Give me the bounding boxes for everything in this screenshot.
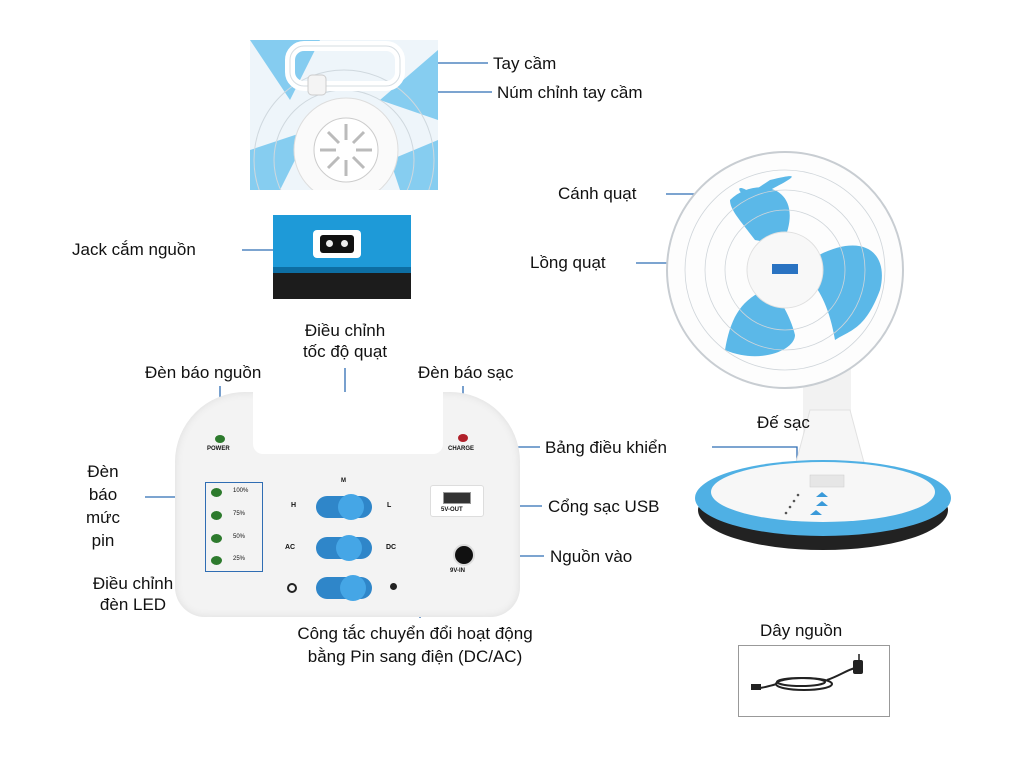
- dc-in-label: 9V-IN: [450, 568, 466, 574]
- dc-label: DC: [386, 544, 397, 551]
- label-speed-control-line1: Điều chỉnh: [304, 321, 386, 340]
- label-battery-level: Đèn báo mức pin: [78, 460, 128, 552]
- label-power-indicator: Đèn báo nguồn: [145, 363, 262, 382]
- label-led-control: Điều chỉnh đèn LED: [78, 573, 188, 615]
- speed-switch[interactable]: [316, 494, 372, 520]
- speed-l-label: L: [387, 502, 392, 509]
- label-power-cord: Dây nguồn: [760, 621, 843, 640]
- label-mode-switch: Công tắc chuyển đổi hoạt động bằng Pin s…: [250, 622, 580, 668]
- label-led-line2: đèn LED: [99, 595, 167, 614]
- label-speed-control-line2: tốc độ quạt: [302, 342, 388, 361]
- label-charging-base: Đế sạc: [757, 413, 810, 432]
- label-mode-line2: bằng Pin sang điện (DC/AC): [307, 647, 523, 666]
- usb-out-label: 5V-OUT: [441, 507, 463, 513]
- power-cord-photo: [738, 645, 890, 717]
- label-fan-cage: Lồng quạt: [530, 253, 606, 272]
- label-usb-port: Cổng sạc USB: [548, 497, 660, 516]
- label-speed-control: Điều chỉnh tốc độ quạt: [280, 320, 410, 362]
- speed-m-label: M: [341, 478, 346, 484]
- label-charge-indicator: Đèn báo sạc: [418, 363, 514, 382]
- battery-level-25: 25%: [233, 556, 246, 562]
- handle-photo: [250, 40, 438, 190]
- power-led-label: POWER: [207, 446, 230, 452]
- charge-led: [458, 434, 468, 442]
- ac-label: AC: [285, 544, 296, 551]
- label-control-panel: Bảng điều khiển: [545, 438, 667, 457]
- charge-led-label: CHARGE: [448, 446, 475, 452]
- battery-level-50: 50%: [233, 534, 246, 540]
- label-fan-blade: Cánh quạt: [558, 184, 637, 203]
- power-led: [215, 435, 225, 443]
- battery-level-75: 75%: [233, 511, 246, 517]
- battery-level-leds: 100% 75% 50% 25%: [205, 482, 263, 572]
- battery-level-100: 100%: [233, 488, 249, 494]
- label-battery-line2: báo: [88, 485, 118, 504]
- ac-dc-switch[interactable]: [316, 535, 372, 561]
- power-jack-photo: [273, 215, 411, 299]
- label-handle: Tay cầm: [493, 54, 557, 73]
- label-battery-line4: pin: [91, 531, 115, 550]
- speed-h-label: H: [291, 502, 297, 509]
- label-battery-line3: mức: [85, 508, 121, 527]
- led-switch[interactable]: [316, 575, 372, 601]
- label-power-input: Nguồn vào: [550, 547, 633, 566]
- fan-illustration: [666, 151, 951, 550]
- usb-port[interactable]: 5V-OUT: [430, 485, 484, 517]
- jack-socket-icon: [313, 230, 361, 258]
- label-battery-line1: Đèn: [87, 462, 119, 481]
- led-on-icon: [390, 583, 397, 590]
- label-handle-knob: Núm chỉnh tay cầm: [497, 83, 643, 102]
- dc-input-port[interactable]: [453, 544, 475, 566]
- led-off-icon: [287, 583, 297, 593]
- label-power-jack: Jack cắm nguồn: [72, 240, 196, 259]
- label-led-line1: Điều chỉnh: [92, 574, 174, 593]
- label-mode-line1: Công tắc chuyển đổi hoạt động: [297, 624, 533, 643]
